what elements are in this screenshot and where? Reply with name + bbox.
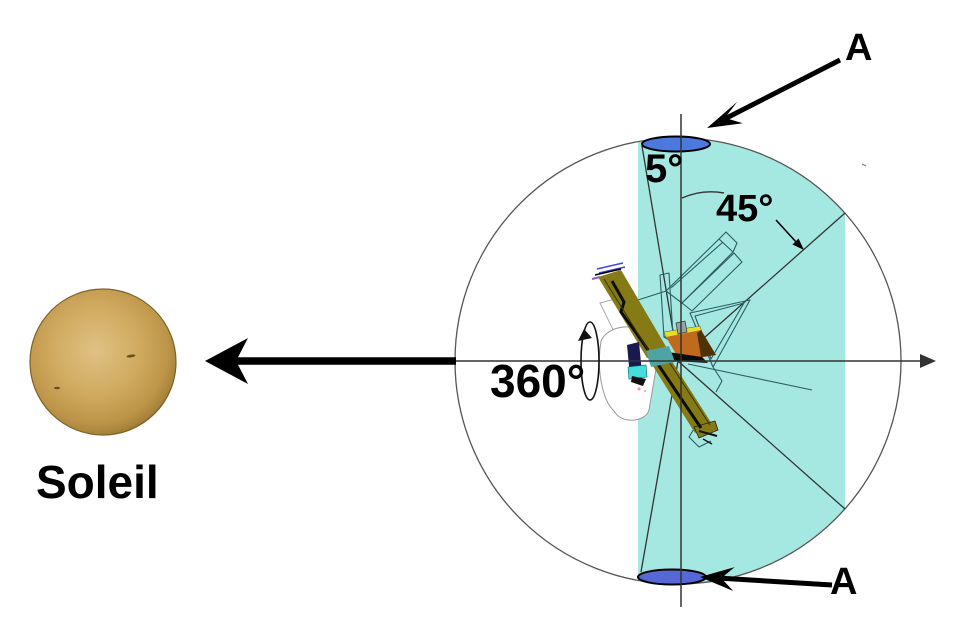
horizontal-axis-arrowhead — [920, 354, 936, 368]
rotation-arrowhead — [578, 329, 592, 341]
roll-rotation-icon — [578, 321, 600, 401]
line-45deg-lower — [677, 360, 846, 510]
cap-ellipse-top — [641, 135, 711, 153]
axes — [456, 114, 936, 607]
section-arrow-bottom — [700, 567, 833, 591]
label-a-top: A — [845, 27, 873, 69]
sun-direction-arrow — [205, 338, 456, 384]
jwst-sunshield — [591, 262, 719, 445]
stray-mark — [861, 163, 867, 167]
label-360deg: 360° — [490, 355, 586, 407]
label-5deg: 5° — [645, 147, 684, 191]
section-arrow-top — [707, 57, 842, 128]
label-45deg: 45° — [716, 188, 774, 230]
sun-graphic — [29, 288, 177, 436]
label-a-bottom: A — [830, 561, 858, 603]
line-45deg-upper — [677, 212, 846, 362]
cap-ellipse-bottom — [637, 568, 707, 586]
line-5deg-lower — [640, 360, 679, 573]
leader-arrow-45 — [775, 219, 804, 250]
sun-label: Soleil — [36, 456, 159, 508]
angle-arc-45 — [681, 191, 725, 199]
